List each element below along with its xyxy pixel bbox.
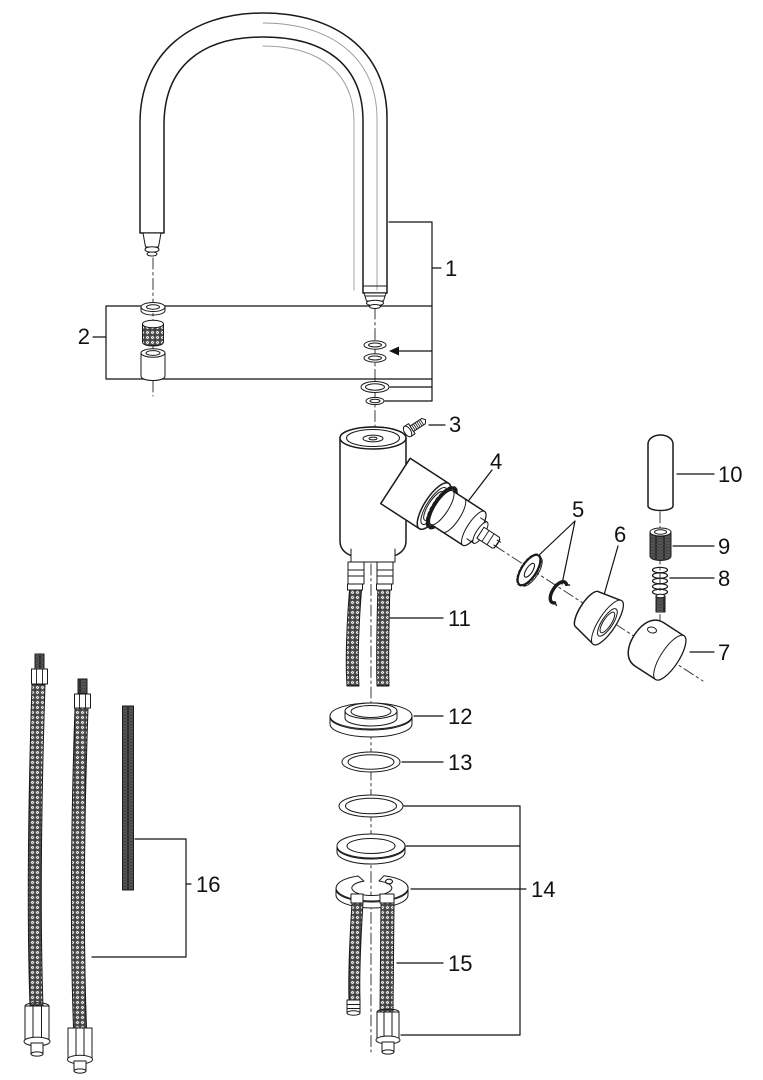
spout-connector [362,285,388,309]
callout-labels: 1 2 3 4 5 6 7 8 9 10 11 12 13 14 15 16 [78,256,743,976]
spout [139,12,388,309]
callout-lines [91,221,715,1036]
callout-label-3: 3 [449,412,461,437]
callout-4-line [465,469,493,505]
escutcheon-ring [573,590,624,646]
threaded-stud [655,593,666,613]
threaded-bushing [649,527,672,561]
set-screw [402,417,427,438]
callout-6-line [603,545,619,596]
callout-14-lines [400,805,527,1036]
supply-hose-set [23,653,134,1074]
threaded-rod [122,705,134,891]
callout-label-4: 4 [490,449,502,474]
callout-label-12: 12 [448,704,472,729]
body-base-fittings [347,548,396,585]
callout-label-13: 13 [448,750,472,775]
retainer-clip [548,580,571,607]
handle-knob [627,619,687,681]
callout-label-10: 10 [718,462,742,487]
base-ring [329,702,413,738]
centerlines [152,257,704,1053]
callout-16-lines [91,838,192,958]
mounting-o-ring [338,794,404,818]
callout-label-1: 1 [445,256,457,281]
callout-2-lines [92,305,433,380]
retainer-disc [516,553,543,587]
mounting-washer [336,833,406,865]
mounting-set [335,794,409,909]
horseshoe-bracket [335,875,409,909]
callout-label-9: 9 [718,534,730,559]
callout-label-11: 11 [448,606,471,631]
handle-lever [647,434,674,512]
callout-label-6: 6 [614,522,626,547]
callout-label-7: 7 [718,640,730,665]
callout-5-lines [536,520,576,585]
callout-label-5: 5 [572,497,584,522]
supply-hose-1 [23,653,51,1057]
knob-lever-hole [646,626,658,634]
supply-hose-2 [67,678,93,1074]
spout-tip [142,232,162,257]
o-ring [341,751,401,773]
mounting-nut [375,1008,401,1055]
body-hoses [345,583,392,687]
callout-label-2: 2 [78,324,90,349]
callout-label-15: 15 [448,951,472,976]
spout-seal-rings [360,340,390,406]
callout-label-8: 8 [718,566,730,591]
callout-1-lines [384,221,442,402]
callout-label-16: 16 [196,872,220,897]
cartridge [425,485,502,549]
callout-label-14: 14 [531,877,555,902]
aerator-parts [140,302,166,381]
mounting-hoses [346,893,401,1055]
